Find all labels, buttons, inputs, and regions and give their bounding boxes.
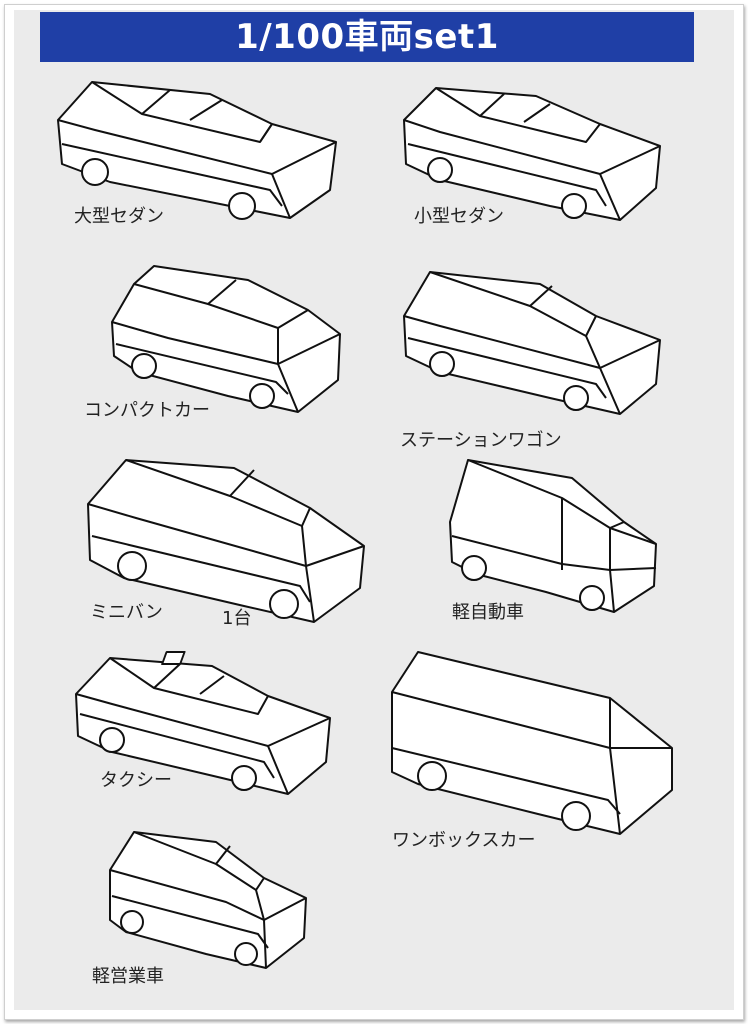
compact-car-drawing: [108, 262, 348, 414]
page-title: 1/100車両set1: [235, 17, 499, 57]
station-wagon-drawing: [400, 266, 665, 416]
large-sedan-label: 大型セダン: [74, 206, 164, 227]
kei-commercial-drawing: [106, 830, 310, 970]
taxi-label: タクシー: [100, 770, 172, 791]
small-sedan-label: 小型セダン: [414, 206, 504, 227]
large-sedan-drawing: [50, 72, 350, 222]
small-sedan-drawing: [400, 76, 665, 224]
minivan-drawing: [84, 456, 368, 624]
compact-car-label: コンパクトカー: [84, 400, 210, 421]
one-box-car-label: ワンボックスカー: [392, 830, 536, 851]
title-banner: [40, 12, 694, 62]
taxi-drawing: [72, 648, 334, 796]
kei-car-label: 軽自動車: [452, 602, 524, 623]
station-wagon-label: ステーションワゴン: [400, 430, 562, 451]
kei-car-drawing: [446, 458, 660, 614]
kei-commercial-label: 軽営業車: [92, 966, 164, 987]
minivan-count: 1台: [222, 608, 252, 629]
one-box-car-drawing: [388, 650, 678, 836]
minivan-label: ミニバン: [90, 602, 163, 623]
